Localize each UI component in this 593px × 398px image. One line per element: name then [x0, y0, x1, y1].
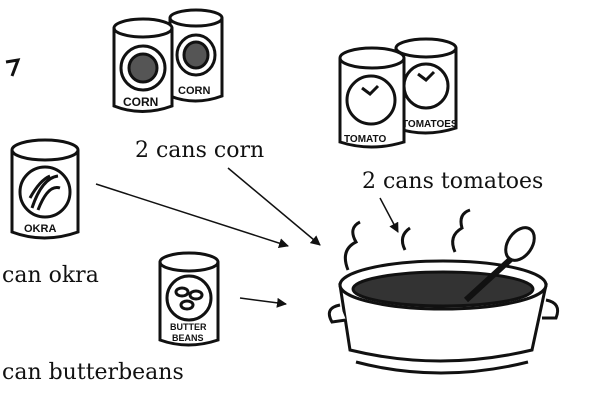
can-label-corn-2: CORN: [178, 85, 210, 97]
stray-mark: [6, 60, 18, 76]
caption-tomatoes: 2 cans tomatoes: [362, 171, 543, 193]
arrow-butterbeans: [240, 298, 286, 304]
okra-can-icon: OKRA: [12, 140, 78, 238]
caption-butterbeans: can butterbeans: [2, 362, 184, 384]
can-label-butter: BUTTER: [170, 322, 207, 332]
corn-can-icon: CORN CORN: [114, 10, 222, 112]
arrow-tomatoes: [380, 198, 398, 232]
can-label-beans: BEANS: [172, 333, 204, 343]
stew-pot-icon: [329, 210, 557, 373]
caption-okra: can okra: [2, 265, 99, 287]
can-label-okra: OKRA: [24, 223, 56, 235]
tomato-can-icon: TOMATOES TOMATO: [340, 39, 458, 147]
caption-corn: 2 cans corn: [135, 140, 264, 162]
butterbeans-can-icon: BUTTER BEANS: [160, 253, 218, 345]
can-label-corn-1: CORN: [123, 95, 158, 109]
can-label-tomato-2: TOMATOES: [402, 119, 458, 130]
arrow-corn: [228, 168, 320, 245]
can-label-tomato-1: TOMATO: [344, 134, 386, 145]
